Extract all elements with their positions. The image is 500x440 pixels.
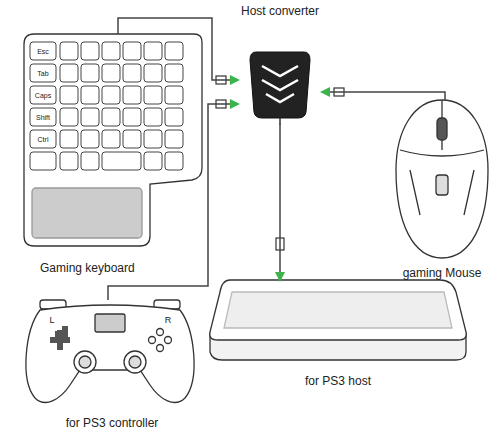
controller-drawing-part	[50, 326, 70, 350]
mouse-drawing-part	[400, 150, 484, 156]
keyboard-drawing-part-part	[165, 86, 183, 104]
key-label: Shift	[36, 114, 50, 121]
device-node: for PS3 host	[208, 280, 468, 388]
keyboard-drawing-part-part	[123, 42, 141, 60]
keyboard-drawing-part-part	[30, 86, 56, 104]
keyboard-drawing-part-part	[60, 64, 78, 82]
keyboard-drawing-part-part	[81, 152, 99, 170]
button-label: R	[165, 316, 172, 325]
keyboard-drawing-part-part	[60, 152, 78, 170]
controller-drawing-part	[74, 351, 96, 373]
keyboard-drawing-part-part	[30, 152, 56, 170]
usb-cable	[279, 124, 281, 280]
keyboard-drawing-part-part	[30, 130, 56, 148]
mouse-drawing-part	[396, 100, 488, 258]
keyboard-drawing-part-part	[102, 64, 120, 82]
keyboard-drawing	[24, 34, 202, 246]
keyboard-drawing-part-part	[123, 64, 141, 82]
keyboard-drawing-part-part	[144, 64, 162, 82]
converter-drawing	[250, 52, 310, 125]
controller-drawing-part	[95, 314, 125, 332]
device-label: Gaming keyboard	[40, 261, 135, 275]
keyboard-drawing-part-part	[81, 130, 99, 148]
controller-drawing	[26, 300, 194, 402]
device-label: for PS3 host	[305, 374, 371, 388]
keyboard-drawing-part-part	[60, 108, 78, 126]
keyboard-drawing-part-part	[165, 152, 183, 170]
converter-drawing-part	[250, 52, 310, 118]
mouse-drawing-part	[436, 175, 448, 195]
controller-drawing-part	[26, 305, 194, 402]
keyboard-drawing-part-part	[144, 130, 162, 148]
keyboard-drawing-part-part	[165, 42, 183, 60]
keyboard-drawing-part-part	[30, 108, 56, 126]
converter-drawing-part	[279, 118, 281, 125]
converter-drawing-part	[266, 94, 294, 102]
keyboard-drawing-part-part	[102, 86, 120, 104]
keyboard-drawing-part-part	[81, 64, 99, 82]
keyboard-drawing-part-part	[81, 42, 99, 60]
key-label: Caps	[35, 92, 51, 99]
controller-drawing-part	[157, 329, 164, 336]
keyboard-drawing-part-part	[102, 152, 141, 170]
controller-drawing-part	[124, 351, 146, 373]
key-label: Ctrl	[38, 136, 49, 143]
keyboard-drawing-part-part	[144, 86, 162, 104]
keyboard-drawing-part-part	[102, 130, 120, 148]
keyboard-drawing-part	[24, 34, 202, 246]
keyboard-drawing-part-part	[60, 42, 78, 60]
converter-drawing-part	[262, 80, 298, 90]
key-label: Esc	[37, 48, 49, 55]
keyboard-drawing-part-part	[123, 86, 141, 104]
keyboard-drawing-part-part	[144, 108, 162, 126]
keyboard-drawing-part	[30, 42, 183, 170]
mouse-drawing-part	[410, 170, 474, 215]
controller-drawing-part	[129, 356, 141, 368]
device-node: for PS3 controller	[22, 300, 202, 430]
mouse-drawing	[396, 100, 488, 258]
usb-cable	[118, 18, 238, 80]
keyboard-drawing-part-part	[144, 42, 162, 60]
keyboard-drawing-part-part	[81, 86, 99, 104]
key-label: Tab	[37, 70, 48, 77]
keyboard-drawing-part-part	[102, 108, 120, 126]
keyboard-drawing-part-part	[144, 152, 162, 170]
device-node: Host converter	[238, 4, 322, 124]
device-label: for PS3 controller	[66, 416, 159, 430]
keyboard-drawing-part-part	[123, 108, 141, 126]
keyboard-drawing-part-part	[102, 42, 120, 60]
controller-drawing-part	[157, 345, 164, 352]
controller-drawing-part	[79, 356, 91, 368]
keyboard-drawing-part-part	[30, 64, 56, 82]
keyboard-drawing-part-part	[165, 108, 183, 126]
mouse-drawing-part	[437, 118, 447, 140]
device-label: gaming Mouse	[403, 266, 482, 280]
keyboard-drawing-part-part	[30, 42, 56, 60]
usb-cable	[322, 92, 445, 100]
controller-drawing-part	[165, 337, 172, 344]
keyboard-drawing-part	[32, 188, 142, 238]
keyboard-drawing-part-part	[60, 86, 78, 104]
converter-drawing-part	[262, 66, 298, 76]
console-drawing-part	[210, 280, 467, 340]
console-drawing-part	[224, 292, 452, 328]
console-drawing	[210, 280, 467, 360]
keyboard-drawing-part-part	[165, 130, 183, 148]
device-label: Host converter	[241, 4, 319, 18]
controller-drawing-part	[149, 337, 156, 344]
keyboard-drawing-part-part	[81, 108, 99, 126]
keyboard-drawing-part-part	[60, 130, 78, 148]
device-node: gaming Mouse	[390, 100, 494, 280]
button-label: L	[49, 316, 54, 325]
keyboard-drawing-part-part	[165, 64, 183, 82]
keyboard-drawing-part-part	[123, 130, 141, 148]
